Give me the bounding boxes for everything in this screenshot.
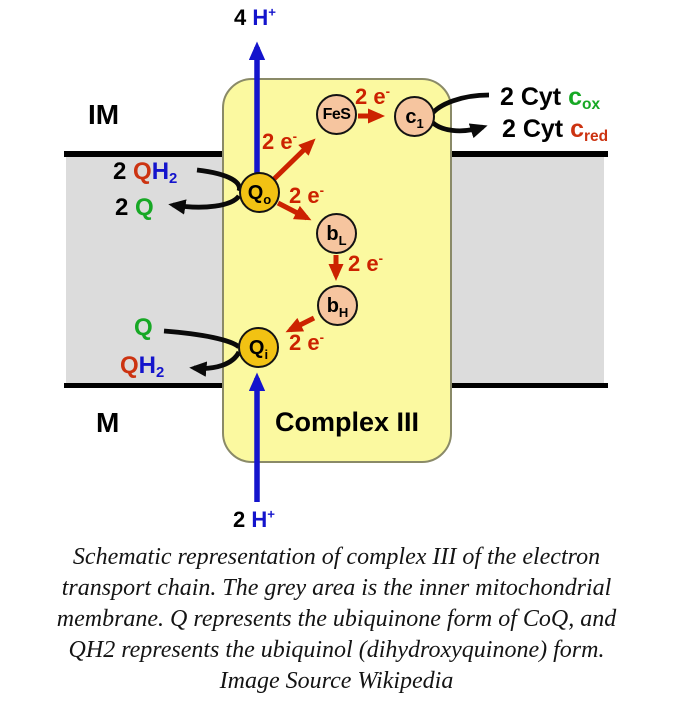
cyt-red-label: 2 Cyt cred <box>502 115 609 145</box>
electron-arrow-bh-qi <box>285 315 316 333</box>
caption-line-3: membrane. Q represents the ubiquinone fo… <box>56 606 617 632</box>
caption-line-4: QH2 represents the ubiquinol (dihydroxyq… <box>68 637 605 663</box>
membrane-left <box>66 157 222 383</box>
qo-base: Q <box>247 181 264 204</box>
proton-top-h: H <box>252 5 269 30</box>
caption-line-2: transport chain. The grey area is the in… <box>61 575 612 601</box>
electron-arrow-qo-fes <box>271 138 316 182</box>
electron-sup: - <box>378 250 383 266</box>
c1-base: c <box>405 105 417 128</box>
matrix-label: M <box>96 407 120 438</box>
electron-label-bl-bh: 2 e- <box>348 252 383 275</box>
bl-sub: L <box>338 232 347 248</box>
membrane-line-left-top <box>64 151 222 157</box>
cyt-ox-prefix: 2 Cyt <box>500 83 569 111</box>
cytc-arrow-c1-to-red <box>429 119 488 139</box>
proton-bottom-charge: + <box>267 506 275 522</box>
qh2-in-label: 2 QH2 <box>113 158 178 187</box>
bh-sub: H <box>338 304 349 320</box>
qh2-in-h: H2 <box>151 158 178 187</box>
proton-bottom-ion: H+ <box>251 507 275 532</box>
complex-iii-label: Complex III <box>275 407 420 437</box>
membrane-line-right-bottom <box>452 383 608 388</box>
site-qi: Qi <box>238 327 279 368</box>
qh2-matrix-q: Q <box>120 352 139 379</box>
caption-line-5: Image Source Wikipedia <box>219 668 454 694</box>
c1-sub: 1 <box>416 115 424 131</box>
qo-sub: o <box>263 191 272 207</box>
qh2-matrix-label: QH2 <box>120 352 165 381</box>
qh2-in-q: Q <box>133 158 152 185</box>
membrane-line-right-top <box>452 151 608 157</box>
electron-base: 2 e <box>289 330 320 355</box>
membrane-line-left-bottom <box>64 383 222 388</box>
fes-label: FeS <box>322 105 351 123</box>
intermembrane-space-label: IM <box>88 99 120 130</box>
c1-label: c1 <box>405 105 423 130</box>
qi-base: Q <box>248 336 265 359</box>
proton-bottom-h: H <box>251 507 268 532</box>
qh2-matrix-h-sub: 2 <box>156 365 165 381</box>
qh2-matrix-h-base: H <box>138 352 157 379</box>
proton-bottom-count: 2 <box>233 507 252 532</box>
proton-top-charge: + <box>268 4 276 20</box>
figure-caption: Schematic representation of complex III … <box>0 542 673 697</box>
proton-label-bottom: 2 H+ <box>233 508 275 531</box>
electron-label-bh-qi: 2 e- <box>289 331 324 354</box>
electron-label-qo-bl: 2 e- <box>289 184 324 207</box>
cyt-red-prefix: 2 Cyt <box>502 115 571 143</box>
bh-base: b <box>326 294 339 317</box>
electron-label-fes-c1: 2 e- <box>355 85 390 108</box>
qi-label: Qi <box>248 336 268 361</box>
arrow-layer <box>163 41 490 502</box>
cyt-ox-c-sub: ox <box>582 96 601 113</box>
q-out-label: 2 Q <box>115 195 154 220</box>
center-fes: FeS <box>316 94 357 135</box>
electron-sup: - <box>385 83 390 99</box>
membrane-right <box>452 157 604 383</box>
q-out-count: 2 <box>115 194 136 221</box>
proton-top-count: 4 <box>234 5 253 30</box>
proton-label-top: 4 H+ <box>234 6 276 29</box>
cyt-ox-c: cox <box>568 83 601 113</box>
bl-label: bL <box>326 222 346 247</box>
q-matrix-label: Q <box>134 314 153 341</box>
electron-sup: - <box>319 182 324 198</box>
center-c1: c1 <box>394 96 435 137</box>
electron-arrow-qo-bl <box>276 200 312 221</box>
qo-label: Qo <box>247 181 272 206</box>
qh2-in-h-base: H <box>151 158 170 185</box>
proton-top-ion: H+ <box>252 5 276 30</box>
cyt-red-c-sub: red <box>584 128 609 145</box>
electron-sup: - <box>292 128 297 144</box>
center-bl: bL <box>316 213 357 254</box>
electron-base: 2 e <box>289 183 320 208</box>
bl-base: b <box>326 222 339 245</box>
cyt-ox-label: 2 Cyt cox <box>500 83 601 113</box>
electron-base: 2 e <box>355 84 386 109</box>
q-out-q: Q <box>135 194 154 221</box>
quinone-arrow-qh2-to-qo <box>196 167 242 192</box>
qh2-in-h-sub: 2 <box>169 171 178 187</box>
center-bh: bH <box>317 285 358 326</box>
electron-base: 2 e <box>262 129 293 154</box>
caption-line-1: Schematic representation of complex III … <box>72 544 601 570</box>
cytc-arrow-ox-to-c1 <box>429 92 490 117</box>
electron-base: 2 e <box>348 251 379 276</box>
qh2-matrix-h: H2 <box>138 352 165 381</box>
cyt-red-c-base: c <box>570 115 584 143</box>
cyt-ox-c-base: c <box>568 83 582 111</box>
quinone-arrow-qi-to-qh2 <box>189 350 242 377</box>
cyt-red-c: cred <box>570 115 609 145</box>
quinone-arrow-q-to-qi <box>163 328 241 349</box>
electron-sup: - <box>319 329 324 345</box>
quinone-arrow-qo-to-q <box>168 194 241 215</box>
site-qo: Qo <box>239 172 280 213</box>
electron-label-qo-fes: 2 e- <box>262 130 297 153</box>
qi-sub: i <box>264 346 269 362</box>
qh2-in-count: 2 <box>113 158 134 185</box>
bh-label: bH <box>326 294 349 319</box>
